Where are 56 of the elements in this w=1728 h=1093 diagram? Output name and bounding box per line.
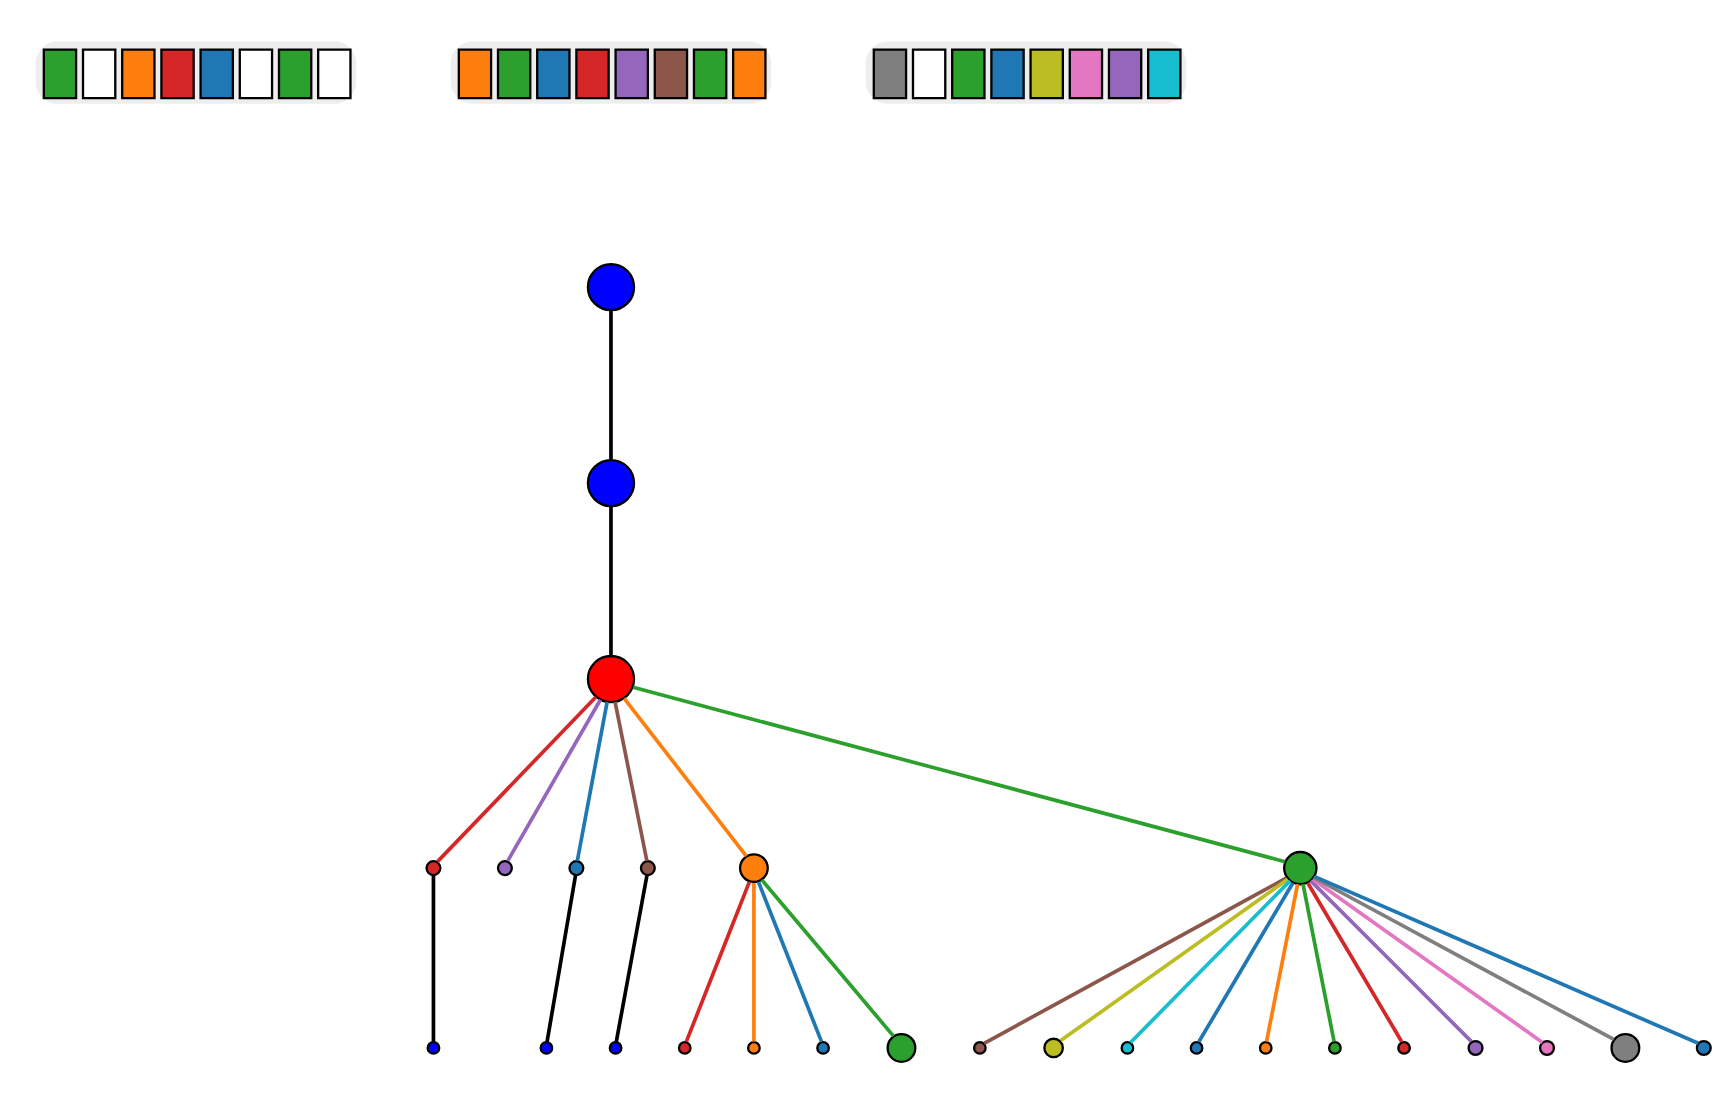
node-circle xyxy=(639,860,656,877)
connector xyxy=(613,701,649,862)
node-circle xyxy=(1610,1032,1641,1063)
node-circle xyxy=(1120,1041,1135,1055)
node-circle xyxy=(496,860,513,877)
connector xyxy=(609,506,613,656)
connector xyxy=(1313,874,1699,1045)
connector xyxy=(1197,882,1295,1043)
connector xyxy=(1059,877,1289,1043)
node-circle xyxy=(677,1041,692,1055)
node-circle xyxy=(1043,1037,1064,1059)
node-circle xyxy=(586,262,636,312)
connector xyxy=(1306,882,1404,1043)
node-circle xyxy=(886,1032,917,1063)
connector xyxy=(622,697,748,858)
node-circle xyxy=(738,853,769,884)
connector xyxy=(506,698,602,862)
connector xyxy=(614,875,649,1043)
node-circle xyxy=(608,1041,623,1055)
connector xyxy=(545,875,578,1043)
connector xyxy=(752,883,756,1042)
node-circle xyxy=(1538,1039,1556,1056)
node-circle xyxy=(586,458,636,508)
connector xyxy=(609,310,613,460)
node-circle xyxy=(1695,1039,1712,1056)
node-circle xyxy=(568,860,585,877)
connector xyxy=(1309,879,1473,1043)
connector xyxy=(1301,883,1336,1042)
connector xyxy=(1312,875,1615,1041)
connector xyxy=(1129,879,1292,1044)
node-circle xyxy=(1283,850,1318,886)
connector xyxy=(575,701,609,862)
picture xyxy=(450,41,772,104)
picture xyxy=(35,41,357,104)
connector xyxy=(684,881,752,1043)
node-circle xyxy=(426,1041,441,1055)
connector xyxy=(756,881,824,1043)
picture xyxy=(865,41,1187,104)
connector xyxy=(436,695,598,863)
node-circle xyxy=(747,1041,761,1055)
node-circle xyxy=(972,1041,987,1055)
connector xyxy=(1311,877,1544,1044)
node-circle xyxy=(1397,1041,1411,1055)
node-circle xyxy=(586,654,636,704)
node-circle xyxy=(425,860,442,877)
node-circle xyxy=(1467,1039,1484,1056)
connector xyxy=(760,878,895,1038)
node-circle xyxy=(539,1041,554,1055)
node-circle xyxy=(1189,1041,1204,1055)
connector xyxy=(431,875,436,1043)
connector xyxy=(1264,883,1300,1042)
node-circle xyxy=(1258,1041,1273,1055)
connector xyxy=(983,876,1288,1045)
connector xyxy=(632,685,1286,864)
node-circle xyxy=(816,1041,830,1055)
node-circle xyxy=(1327,1041,1342,1055)
